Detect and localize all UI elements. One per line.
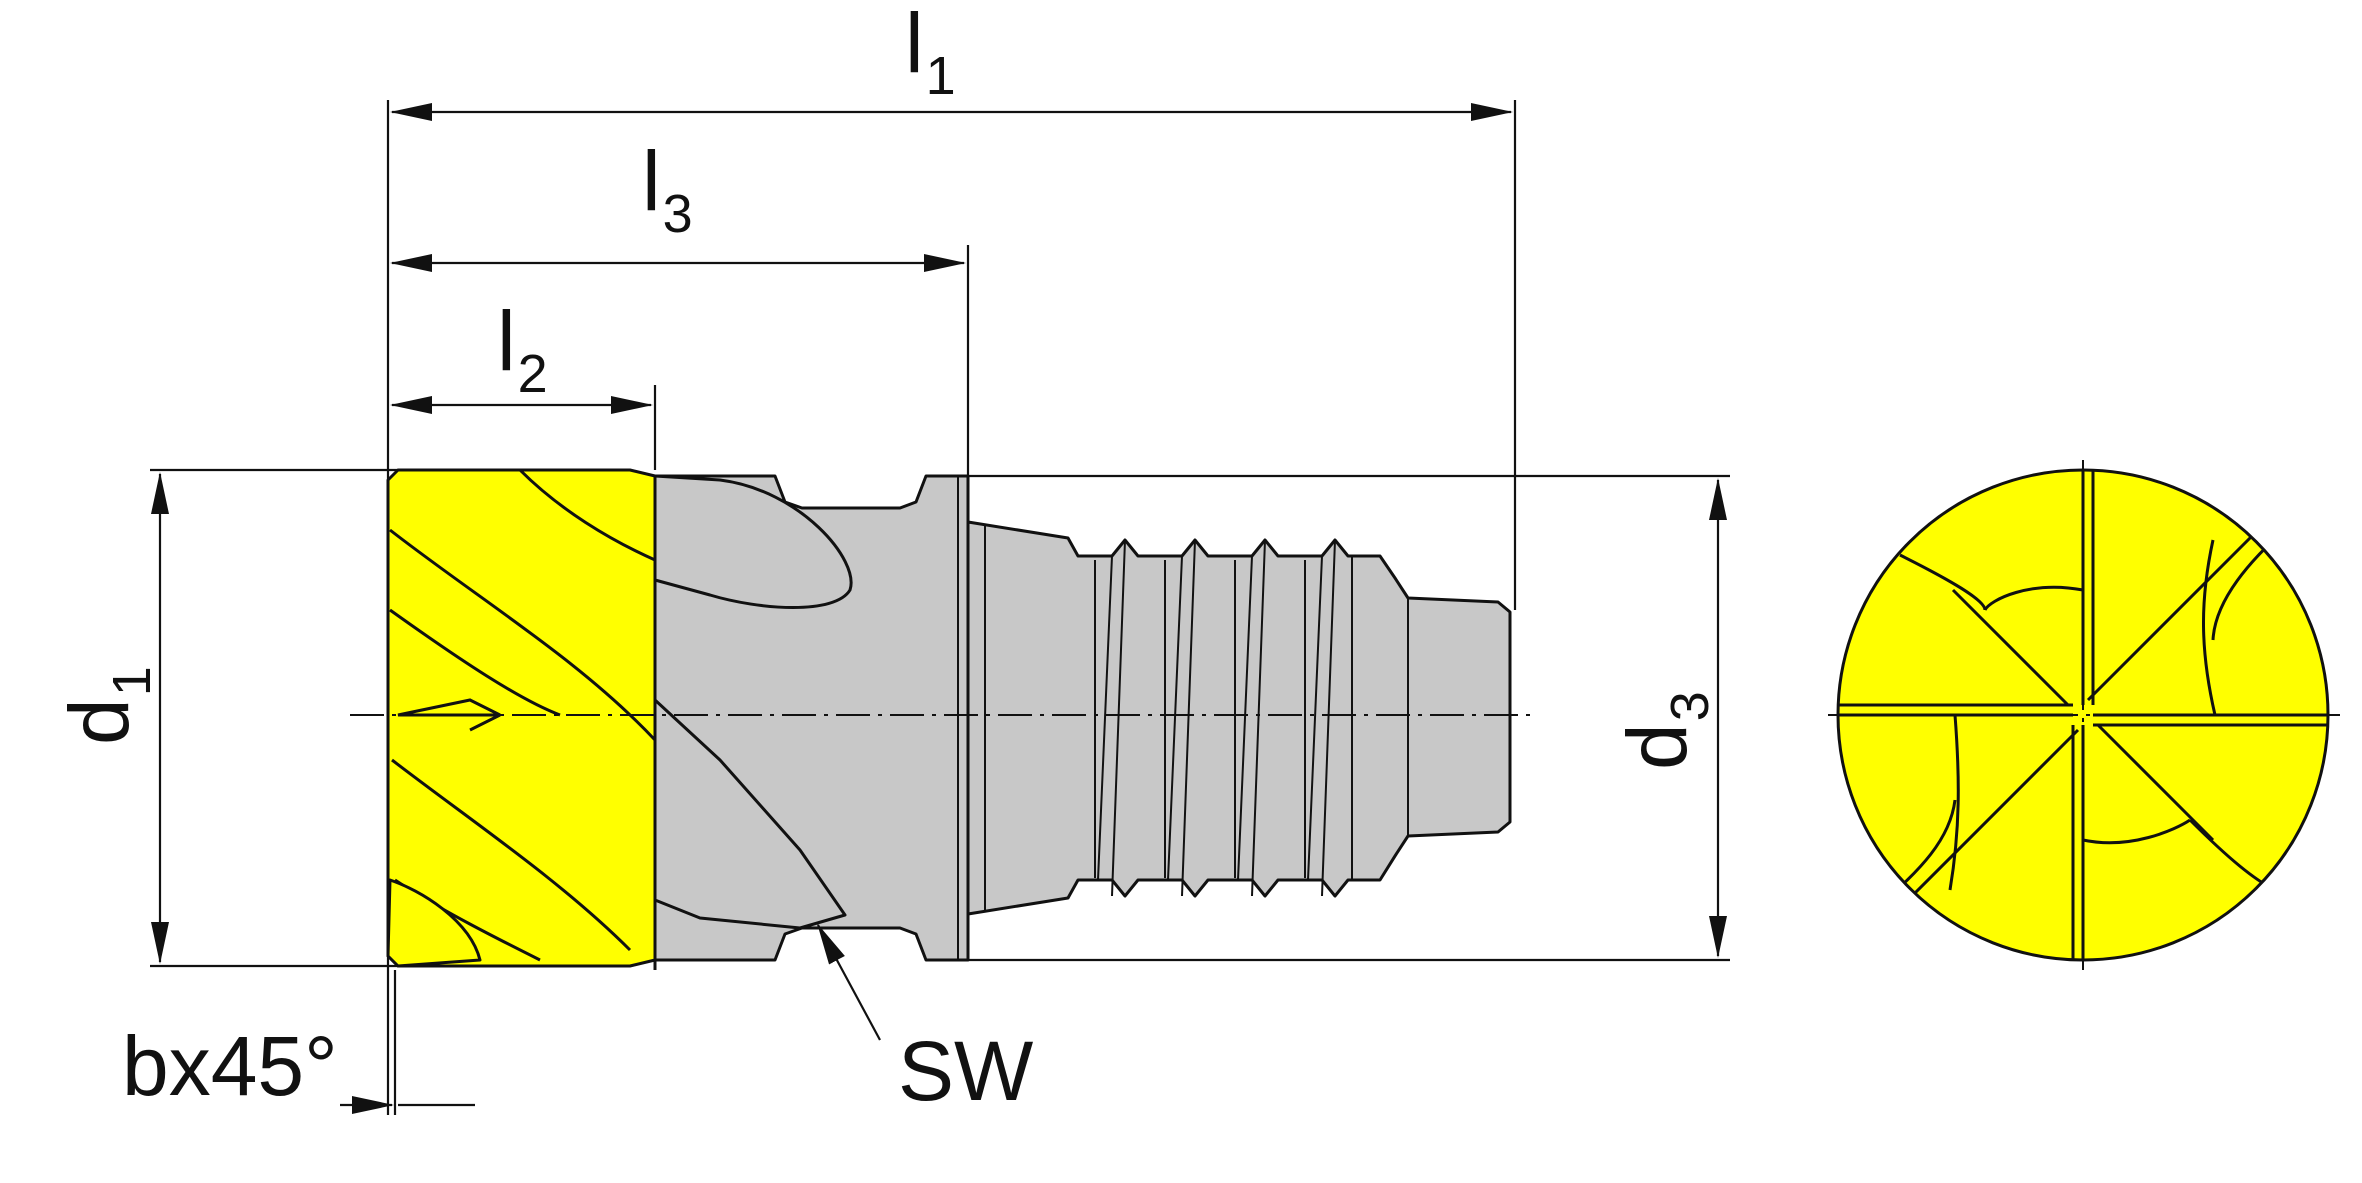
tool-side-view bbox=[386, 468, 1512, 970]
flute-relief-lower bbox=[653, 698, 847, 930]
dimensions bbox=[150, 100, 1730, 1115]
threaded-shank bbox=[966, 520, 1512, 916]
flute-relief-upper bbox=[653, 474, 853, 609]
labels: l1 l3 l2 d1 d3 bx45° SW bbox=[52, 0, 1720, 1118]
label-l1: l1 bbox=[905, 0, 956, 106]
tool-end-view bbox=[1828, 460, 2340, 970]
label-chamfer: bx45° bbox=[122, 1019, 338, 1113]
label-sw: SW bbox=[898, 1024, 1033, 1118]
cutting-head bbox=[386, 468, 657, 968]
label-l3: l3 bbox=[642, 134, 693, 244]
sw-leader bbox=[817, 923, 881, 1041]
label-l2: l2 bbox=[497, 294, 548, 404]
label-d1: d1 bbox=[52, 666, 162, 745]
thread-flanks bbox=[984, 524, 1409, 912]
label-d3: d3 bbox=[1610, 691, 1720, 770]
